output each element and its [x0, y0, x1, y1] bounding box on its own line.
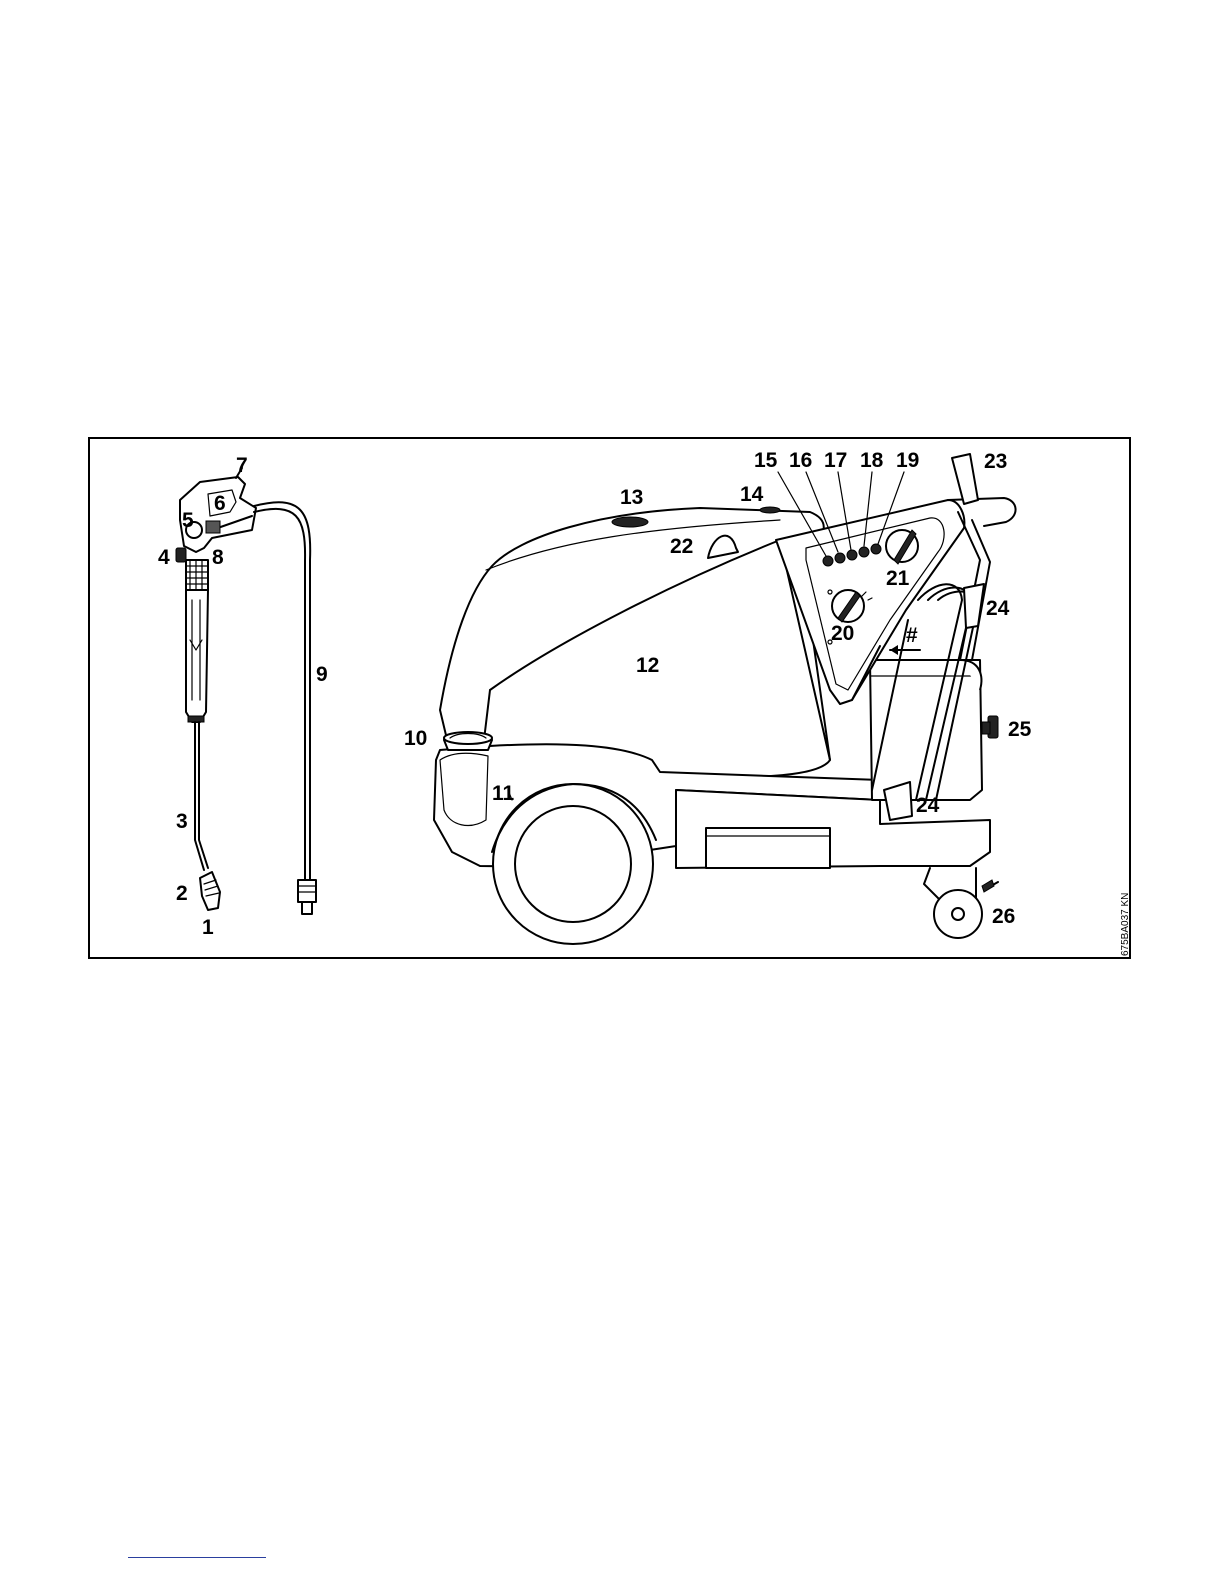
- high-pressure-hose: [254, 502, 316, 914]
- callout-26: 26: [992, 905, 1015, 928]
- callout-3: 3: [176, 810, 188, 833]
- callout-21: 21: [886, 567, 910, 590]
- callout-6: 6: [214, 492, 226, 515]
- callout-25: 25: [1008, 718, 1032, 741]
- caster-wheel: [924, 868, 998, 938]
- callout-22: 22: [670, 535, 693, 558]
- callout-12: 12: [636, 654, 659, 677]
- callout-2: 2: [176, 882, 188, 905]
- callout-11: 11: [492, 782, 515, 805]
- callout-24-lower: 24: [916, 794, 940, 817]
- callout-16: 16: [789, 449, 812, 472]
- spray-gun: [176, 468, 256, 910]
- wheel: [492, 784, 656, 944]
- callout-20: 20: [831, 622, 854, 645]
- callout-8: 8: [212, 546, 224, 569]
- callout-23: 23: [984, 450, 1007, 473]
- callout-13: 13: [620, 486, 643, 509]
- callout-1: 1: [202, 916, 214, 939]
- callout-9: 9: [316, 663, 328, 686]
- callout-5: 5: [182, 509, 194, 532]
- callout-24-upper: 24: [986, 597, 1010, 620]
- callout-18: 18: [860, 449, 884, 472]
- callout-4: 4: [158, 546, 170, 569]
- callout-15: 15: [754, 449, 778, 472]
- callout-17: 17: [824, 449, 847, 472]
- callout-7: 7: [236, 454, 248, 477]
- callout-10: 10: [404, 727, 427, 750]
- figure-code: 675BA037 KN: [1120, 893, 1131, 956]
- callout-hash: #: [906, 624, 918, 647]
- callout-14: 14: [740, 483, 764, 506]
- callout-19: 19: [896, 449, 919, 472]
- footer-rule: [128, 1557, 266, 1558]
